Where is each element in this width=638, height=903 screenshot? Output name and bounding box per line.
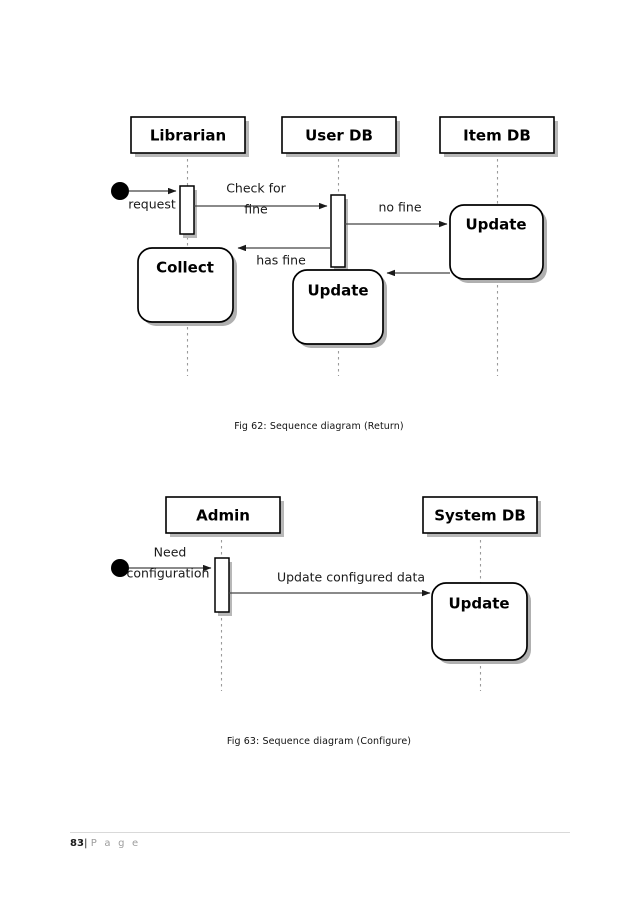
update-configured-data-message-label: Update configured data [277,570,425,585]
lifeline-head-librarian[interactable] [130,116,246,154]
state-box-user-db-update[interactable] [292,269,384,345]
state-box-system-db-update[interactable] [431,582,528,661]
activation-bar-librarian[interactable] [179,185,195,235]
request-message-label: request [128,197,176,212]
lifeline-label-user-db: User DB [305,127,373,145]
need-configuration-message-label-line2: configuration [127,566,210,581]
lifeline-label-system-db: System DB [434,507,526,525]
figure-caption-fig63: Fig 63: Sequence diagram (Configure) [226,736,412,747]
figure-caption-fig62: Fig 62: Sequence diagram (Return) [234,421,404,432]
no-fine-message-label: no fine [378,200,421,215]
activation-bar-user-db[interactable] [330,194,346,268]
check-for-fine-message-label-line2: fine [244,202,268,217]
figure-sequence-diagram-configure: Admin System DB Need configuration Updat… [111,496,541,691]
lifeline-label-item-db: Item DB [463,127,531,145]
footer-separator: | [83,838,88,849]
check-for-fine-message-label-line1: Check for [226,181,286,196]
footer-page-word: P a g e [90,838,141,849]
state-box-collect[interactable] [137,247,234,323]
footer-divider [70,832,570,833]
lifeline-head-item-db[interactable] [439,116,555,154]
lifeline-head-admin[interactable] [165,496,281,534]
activation-bar-admin[interactable] [214,557,230,613]
lifeline-head-system-db[interactable] [422,496,538,534]
start-node-dot [111,182,129,200]
lifeline-label-librarian: Librarian [150,127,226,145]
lifeline-label-admin: Admin [196,507,250,525]
need-configuration-message-label-line1: Need [154,545,187,560]
state-label-item-db-update: Update [465,216,526,234]
state-label-system-db-update: Update [448,595,509,613]
footer: 83| P a g e [70,838,140,849]
lifeline-head-user-db[interactable] [281,116,397,154]
figure-sequence-diagram-return: Librarian User DB Item DB request Check … [111,116,558,376]
state-label-user-db-update: Update [307,282,368,300]
state-label-collect: Collect [156,259,214,277]
state-box-item-db-update[interactable] [449,204,544,280]
start-node-dot-configure [111,559,129,577]
footer-page-number: 83 [70,838,84,849]
has-fine-message-label: has fine [256,253,306,268]
